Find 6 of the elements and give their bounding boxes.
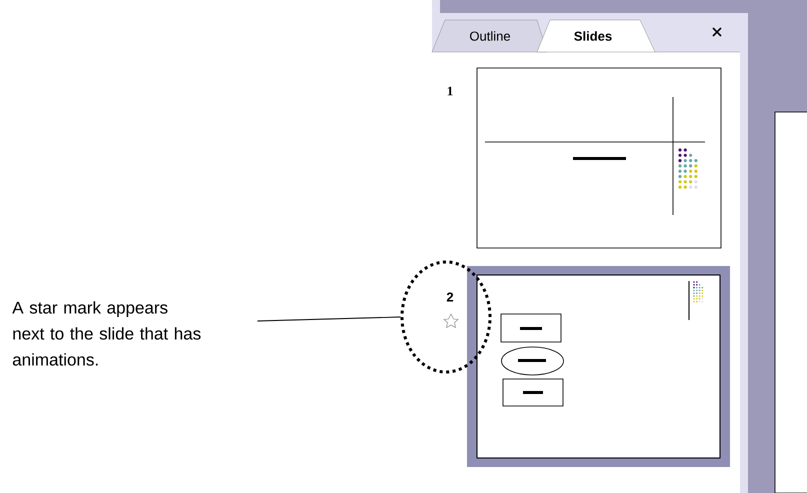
tab: Slides <box>536 20 656 52</box>
slide-number: 2 <box>446 292 454 302</box>
callout-text: A star mark appears next to the slide that has animations. <box>12 301 201 366</box>
slide-number: 1 <box>448 86 453 96</box>
leader-line <box>256 316 401 322</box>
dotted-circle <box>400 260 492 374</box>
